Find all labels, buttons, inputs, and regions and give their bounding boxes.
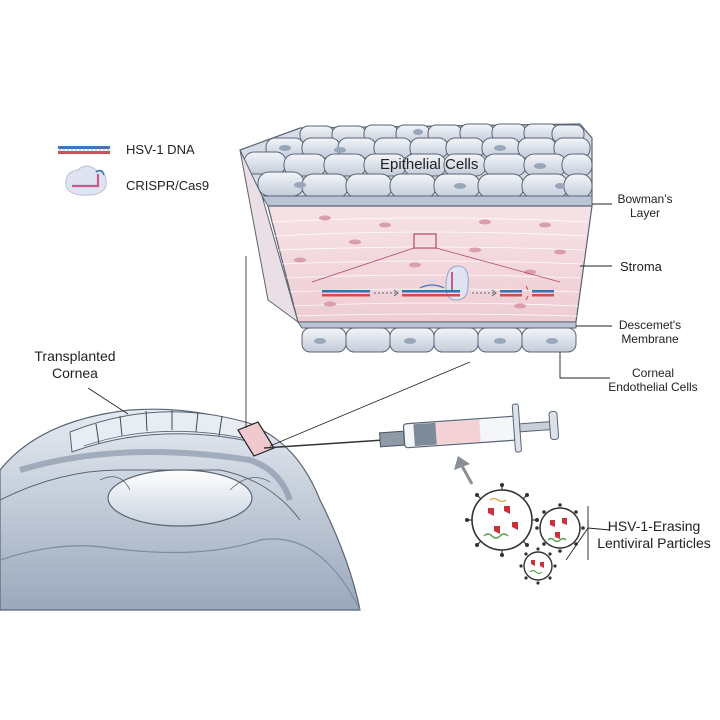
transplanted-line-2: Cornea — [52, 364, 98, 381]
transplanted-line-1: Transplanted — [34, 348, 116, 364]
lentiviral-particle-small — [519, 547, 557, 585]
lentiviral-particle-large — [465, 483, 539, 557]
epithelial-cell-layer — [243, 123, 593, 199]
keratocytes — [294, 215, 566, 309]
legend — [58, 146, 110, 196]
legend-crispr-label: CRISPR/Cas9 — [126, 178, 210, 193]
particles-line-2: Lentiviral Particles — [597, 534, 711, 551]
legend-dna-label: HSV-1 DNA — [126, 142, 195, 157]
particles-line-1: HSV-1-Erasing — [607, 518, 701, 534]
bowmans-line-1: Bowman's — [617, 192, 673, 206]
dna-editing-sequence — [322, 265, 554, 301]
zoom-box — [413, 233, 437, 249]
lentiviral-particle-medium — [535, 503, 585, 553]
cas9-bound-dna — [402, 265, 469, 301]
epithelial-nuclei — [279, 129, 565, 189]
bowmans-layer — [261, 195, 593, 207]
label-leaders — [559, 203, 612, 379]
eye-lens — [107, 469, 253, 527]
cleaved-hsv1-dna — [500, 285, 554, 301]
lentiviral-particles-label: HSV-1-Erasing Lentiviral Particles — [590, 518, 718, 552]
descemets-membrane-label: Descemet's Membrane — [608, 318, 692, 347]
endothelial-cell-layer — [301, 327, 577, 353]
crispr-cas9-legend-icon — [65, 165, 107, 196]
syringe-needle — [263, 439, 385, 449]
lentiviral-particles — [465, 483, 585, 585]
descemets-line-2: Membrane — [621, 332, 679, 347]
injection-arrow — [454, 456, 474, 485]
eye-cross-section — [0, 256, 471, 611]
endothelial-line-2: Endothelial Cells — [608, 380, 698, 395]
descemets-line-1: Descemet's — [618, 318, 682, 332]
intact-hsv1-dna — [322, 290, 370, 297]
descemets-membrane — [297, 321, 577, 329]
epithelial-cells-label: Epithelial Cells — [380, 156, 479, 173]
bowmans-line-2: Layer — [629, 206, 661, 221]
endothelial-cells-label: Corneal Endothelial Cells — [598, 366, 708, 395]
syringe — [263, 403, 560, 453]
endothelial-line-1: Corneal — [631, 366, 675, 380]
bowmans-layer-label: Bowman's Layer — [610, 192, 680, 221]
syringe-plunger — [519, 421, 553, 433]
dna-legend-icon — [58, 146, 110, 154]
cornea-tissue-block — [239, 123, 593, 353]
stroma-label: Stroma — [620, 259, 662, 274]
transplanted-cornea-label: Transplanted Cornea — [20, 348, 130, 382]
